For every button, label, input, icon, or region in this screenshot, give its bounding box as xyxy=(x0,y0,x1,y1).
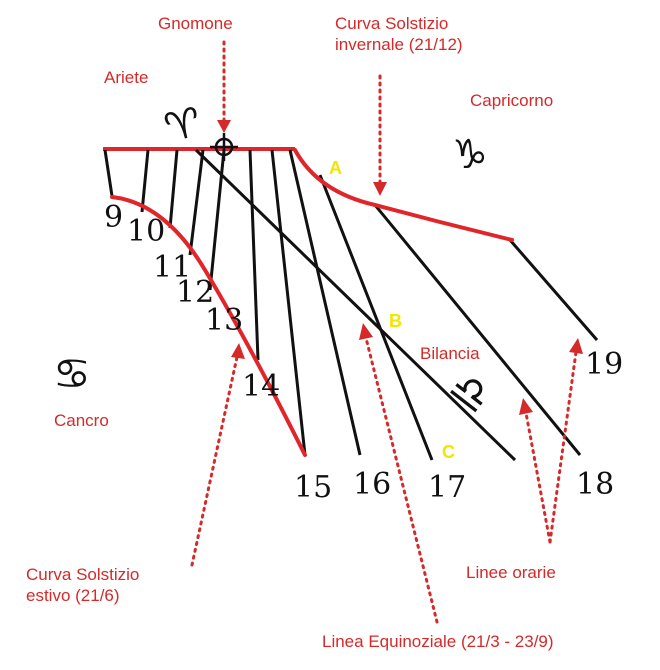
label-solstizio-invernale-2: invernale (21/12) xyxy=(335,35,463,54)
hour-line-17 xyxy=(318,174,434,461)
label-linea-equinoziale: Linea Equinoziale (21/3 - 23/9) xyxy=(322,632,554,651)
hour-label-16: 16 xyxy=(353,467,391,502)
point-c: C xyxy=(442,442,455,462)
hour-label-15: 15 xyxy=(294,470,332,505)
hour-line-9 xyxy=(103,149,114,197)
label-ariete: Ariete xyxy=(104,68,148,87)
hour-label-18: 18 xyxy=(576,467,614,502)
point-b: B xyxy=(389,311,402,331)
libra-icon: ♎ xyxy=(439,361,501,425)
label-bilancia: Bilancia xyxy=(420,344,480,363)
hour-label-11: 11 xyxy=(153,250,191,285)
hour-label-19: 19 xyxy=(585,347,623,382)
arrow-linea-equinoziale xyxy=(359,323,439,624)
hour-label-10: 10 xyxy=(127,214,165,249)
cancer-icon: ♋ xyxy=(53,349,91,398)
arrow-linee-orarie-left xyxy=(519,398,552,544)
hour-line-10 xyxy=(140,149,150,213)
hour-line-16 xyxy=(288,149,362,456)
hour-line-15 xyxy=(270,149,307,456)
hour-line-19 xyxy=(508,239,599,341)
label-solstizio-estivo-2: estivo (21/6) xyxy=(26,586,120,605)
hour-label-17: 17 xyxy=(428,470,466,505)
aries-icon: ♈ xyxy=(160,99,206,152)
hour-line-14 xyxy=(248,149,260,361)
hour-line-11 xyxy=(168,149,179,229)
hour-label-12: 12 xyxy=(176,275,214,310)
winter-solstice-curve xyxy=(293,148,514,242)
label-solstizio-invernale-1: Curva Solstizio xyxy=(335,14,448,33)
arrow-solstizio-invernale xyxy=(373,74,387,196)
label-gnomone: Gnomone xyxy=(158,14,233,33)
hour-line-18 xyxy=(373,204,582,456)
gnomon-marker xyxy=(210,133,238,161)
arrow-gnomone xyxy=(217,40,231,133)
summer-solstice-curve xyxy=(110,195,307,457)
label-capricorno: Capricorno xyxy=(470,91,553,110)
equinoctial-line xyxy=(194,148,517,462)
hour-label-9: 9 xyxy=(104,200,123,235)
hour-label-14: 14 xyxy=(242,369,280,404)
hour-lines xyxy=(103,148,599,462)
label-linee-orarie: Linee orarie xyxy=(466,563,556,582)
hour-label-13: 13 xyxy=(205,303,243,338)
capricorn-icon: ♑ xyxy=(452,132,488,178)
label-solstizio-estivo-1: Curva Solstizio xyxy=(26,565,139,584)
label-cancro: Cancro xyxy=(54,411,109,430)
arrow-linee-orarie-right xyxy=(548,338,583,544)
arrow-solstizio-estivo xyxy=(190,343,245,567)
point-a: A xyxy=(329,158,342,178)
hour-line-12 xyxy=(188,149,205,256)
